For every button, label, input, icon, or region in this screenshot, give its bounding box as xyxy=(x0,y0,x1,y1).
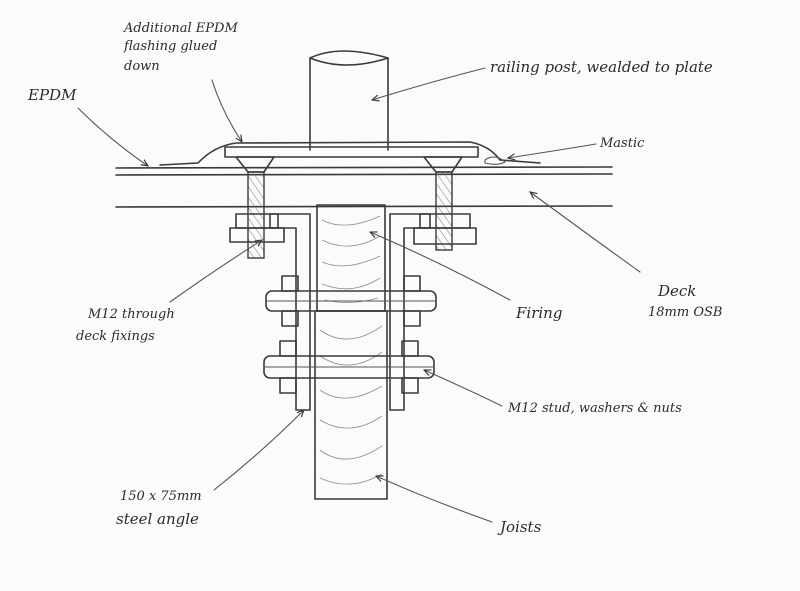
fixings-label: M12 through deck fixings xyxy=(76,307,179,344)
base-plate xyxy=(224,146,479,158)
joists-label: Joists xyxy=(497,518,542,536)
firing-timber xyxy=(316,204,386,312)
flashing-label: Additional EPDM flashing glued down xyxy=(123,21,242,74)
firing-label: Firing xyxy=(515,304,562,322)
deck-label: Deck 18mm OSB xyxy=(648,282,722,320)
deck-layers xyxy=(115,166,613,208)
right-deck-fixing xyxy=(413,156,477,251)
lower-m12-stud xyxy=(263,340,435,394)
railing-post-label: railing post, wealded to plate xyxy=(490,58,713,76)
epdm-label: EPDM xyxy=(27,86,77,104)
railing-post xyxy=(309,50,389,151)
mastic-bead xyxy=(484,156,506,165)
upper-m12-stud xyxy=(265,275,437,327)
joist-timber xyxy=(314,310,388,500)
leader-lines xyxy=(77,67,641,523)
stud-label: M12 stud, washers & nuts xyxy=(507,401,682,416)
steel-angle xyxy=(269,213,431,411)
angle-label: 150 x 75mm steel angle xyxy=(116,486,206,528)
epdm-flashing xyxy=(159,141,541,166)
mastic-label: Mastic xyxy=(599,136,645,151)
